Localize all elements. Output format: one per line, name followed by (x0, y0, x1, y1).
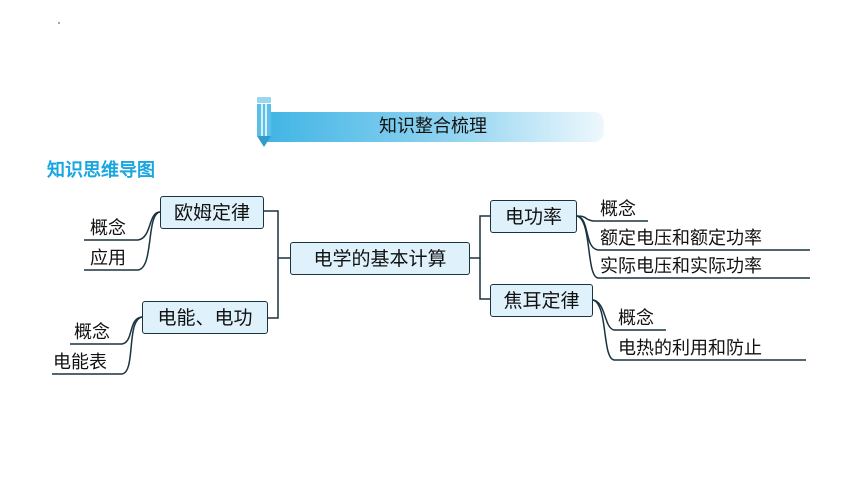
branch-node-electric-power: 电功率 (490, 200, 577, 233)
center-node: 电学的基本计算 (290, 242, 470, 275)
leaf-power-concept: 概念 (600, 199, 636, 220)
section-banner: 知识整合梳理 (262, 112, 604, 142)
banner-title: 知识整合梳理 (379, 116, 487, 137)
leaf-energy-concept: 概念 (74, 322, 110, 343)
pencil-icon (257, 97, 271, 147)
leaf-ohms-concept: 概念 (90, 218, 126, 239)
mindmap-subtitle: 知识思维导图 (47, 160, 155, 181)
branch-node-ohms-law: 欧姆定律 (160, 196, 264, 229)
decorative-dot (58, 22, 60, 24)
leaf-joule-heat-use: 电热的利用和防止 (618, 338, 762, 359)
branch-node-joules-law: 焦耳定律 (490, 284, 593, 317)
leaf-power-actual: 实际电压和实际功率 (600, 256, 762, 277)
leaf-ohms-application: 应用 (90, 248, 126, 269)
branch-node-electric-energy: 电能、电功 (142, 301, 268, 334)
leaf-power-rated: 额定电压和额定功率 (600, 228, 762, 249)
leaf-joule-concept: 概念 (618, 308, 654, 329)
leaf-energy-meter: 电能表 (53, 352, 107, 373)
